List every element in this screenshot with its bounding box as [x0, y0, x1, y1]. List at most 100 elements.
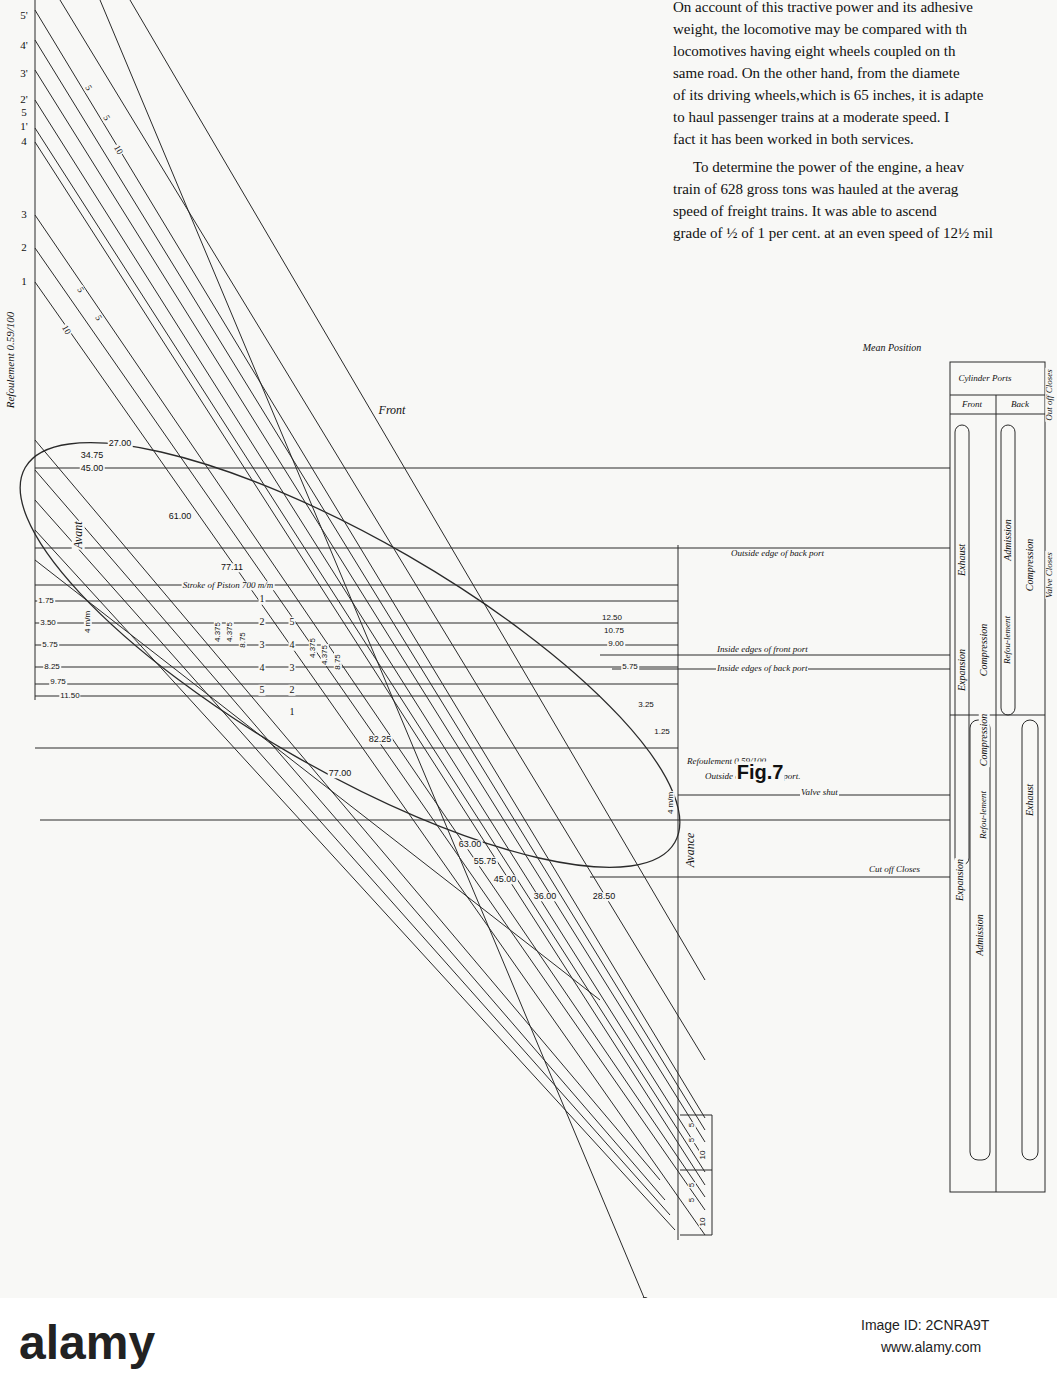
- annotation: Avant: [72, 520, 85, 549]
- annotation: Outside edge of back port: [730, 549, 825, 558]
- dimension: 1.25: [653, 728, 671, 736]
- text-line: speed of freight trains. It was able to …: [672, 204, 938, 220]
- text-line: On account of this tractive power and it…: [672, 0, 974, 16]
- text-line: fact it has been worked in both services…: [672, 132, 915, 148]
- scale-number: 5': [19, 10, 28, 22]
- text-line: locomotives having eight wheels coupled …: [672, 44, 956, 60]
- scale-number: 3': [19, 68, 28, 80]
- dimension: 36.00: [533, 892, 558, 901]
- dimension: 8.75: [239, 631, 247, 649]
- dimension: 9.75: [49, 678, 67, 686]
- scale-number: 4': [19, 40, 28, 52]
- annotation: Cut off Closes: [868, 865, 921, 874]
- dimension: 8.75: [334, 653, 342, 671]
- dimension: 82.25: [368, 735, 393, 744]
- scale-number: 10: [699, 1217, 707, 1228]
- dimension: 3.25: [637, 701, 655, 709]
- scale-number: 5: [74, 285, 85, 295]
- annotation: Inside edges of front port: [716, 645, 809, 654]
- dimension: 28.50: [592, 892, 617, 901]
- dimension: 4.375: [309, 637, 317, 659]
- dimension: 10.75: [603, 627, 625, 635]
- dimension: 4 m/m: [667, 791, 675, 815]
- phase-label: Refou-lement: [1003, 615, 1012, 665]
- annotation: Inside edges of back port: [716, 664, 808, 673]
- scale-number: 2: [20, 242, 28, 254]
- dimension: 55.75: [473, 857, 498, 866]
- position-number: 5: [259, 685, 266, 696]
- position-number: 3: [259, 640, 266, 651]
- scale-number: 2': [19, 94, 28, 106]
- scale-number: 5: [100, 113, 111, 123]
- dimension: 5.75: [41, 641, 59, 649]
- text-line: same road. On the other hand, from the d…: [672, 66, 961, 82]
- watermark: alamy: [18, 1318, 156, 1368]
- phase-label: Exhaust: [1025, 783, 1036, 817]
- phase-label: Compression: [979, 713, 990, 767]
- text-line: weight, the locomotive may be compared w…: [672, 22, 968, 38]
- phase-label: Exhaust: [957, 543, 968, 577]
- table-heading: Mean Position: [860, 343, 924, 354]
- phase-label: Valve Closes: [1045, 551, 1054, 599]
- dimension: 45.00: [80, 464, 105, 473]
- scale-number: 1': [19, 121, 28, 133]
- dimension: 1.75: [37, 597, 55, 605]
- position-number: 4: [259, 663, 266, 674]
- text-line: grade of ½ of 1 per cent. at an even spe…: [672, 226, 994, 242]
- position-number: 1: [289, 707, 296, 718]
- table-heading: Back: [1010, 400, 1030, 409]
- scale-number: 4: [20, 136, 28, 148]
- phase-label: Compression: [1025, 538, 1036, 592]
- position-number: 3: [289, 663, 296, 674]
- annotation: Stroke of Piston 700 m/m: [182, 581, 275, 590]
- text-line: To determine the power of the engine, a …: [692, 160, 965, 176]
- dimension: 77.11: [220, 563, 244, 572]
- phase-label: Expansion: [957, 648, 968, 692]
- scale-number: 10: [699, 1150, 707, 1161]
- axis-label: Refoulement 0.59/100: [5, 311, 17, 410]
- position-number: 4: [289, 640, 296, 651]
- scale-number: 5: [688, 1137, 696, 1143]
- dimension: 77.00: [328, 769, 353, 778]
- scale-number: 10: [59, 323, 73, 337]
- dimension: 8.25: [43, 663, 61, 671]
- text-line: train of 628 gross tons was hauled at th…: [672, 182, 959, 198]
- position-number: 5: [289, 617, 296, 628]
- scale-number: 1: [20, 276, 28, 288]
- phase-label: Admission: [975, 913, 986, 957]
- dimension: 63.00: [458, 840, 483, 849]
- dimension: 61.00: [168, 512, 193, 521]
- dimension: 4.375: [214, 621, 222, 643]
- phase-label: Compression: [979, 623, 990, 677]
- annotation: Front: [378, 404, 407, 417]
- watermark: www.alamy.com: [880, 1340, 982, 1355]
- text-line: to haul passenger trains at a moderate s…: [672, 110, 950, 126]
- dimension: 4 m/m: [84, 610, 92, 634]
- table-heading: Cylinder Ports: [953, 374, 1017, 383]
- dimension: 4.375: [226, 621, 234, 643]
- position-number: 1: [259, 594, 266, 605]
- dimension: 3.50: [39, 619, 57, 627]
- scale-number: 3: [20, 209, 28, 221]
- dimension: 4.375: [321, 644, 329, 666]
- dimension: 9.00: [607, 640, 625, 648]
- scale-number: 5: [82, 83, 93, 93]
- position-number: 2: [289, 685, 296, 696]
- dimension: 11.50: [59, 692, 80, 700]
- scale-number: 5: [688, 1122, 696, 1128]
- figure-number: Fig.7: [736, 762, 785, 783]
- phase-label: Admission: [1003, 518, 1014, 562]
- dimension: 45.00: [493, 875, 518, 884]
- table-heading: Front: [961, 400, 983, 409]
- text-line: of its driving wheels,which is 65 inches…: [672, 88, 984, 104]
- scale-number: 5: [20, 107, 28, 119]
- scale-number: 5: [688, 1182, 696, 1188]
- dimension: 5.75: [621, 663, 639, 671]
- phase-label: Refou-lement: [979, 790, 988, 840]
- scale-number: 5: [688, 1197, 696, 1203]
- annotation: Avance: [684, 832, 697, 869]
- dimension: 12.50: [601, 614, 623, 622]
- position-number: 2: [259, 617, 266, 628]
- scale-number: 5: [92, 313, 103, 323]
- annotation: Valve shut: [800, 788, 839, 797]
